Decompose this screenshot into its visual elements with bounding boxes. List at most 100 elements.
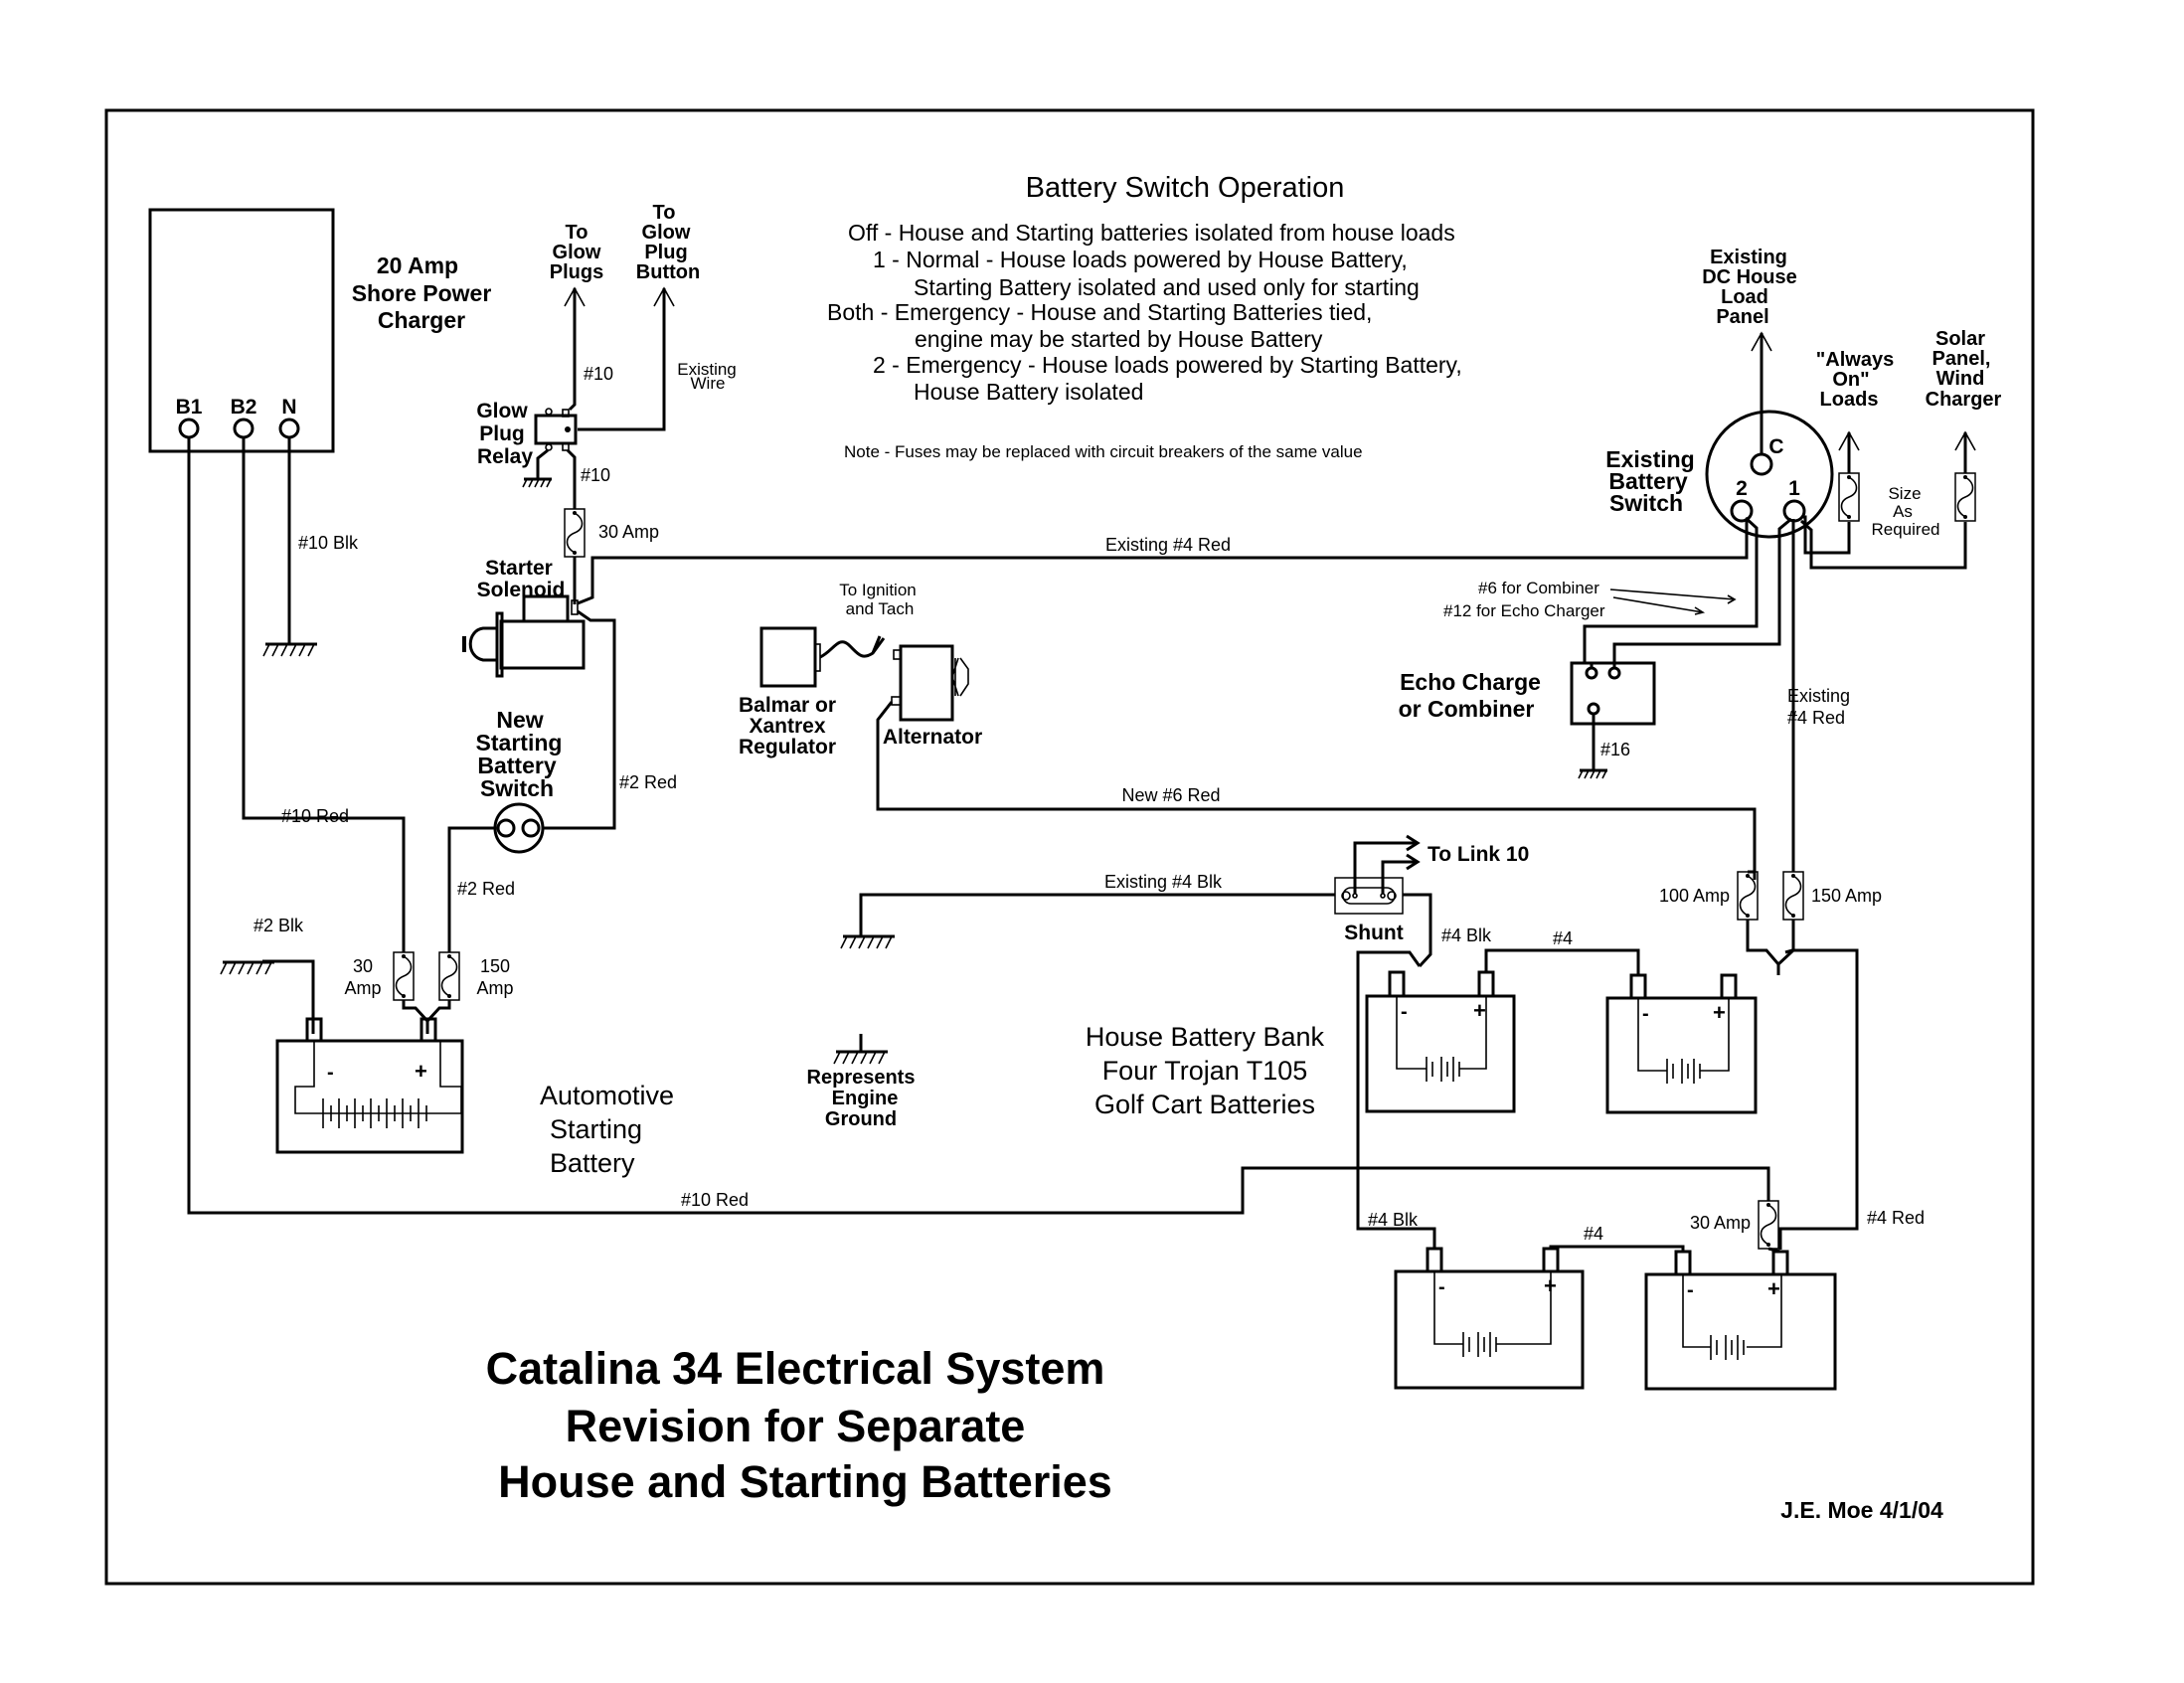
fuse-always-on	[1838, 472, 1860, 522]
wire-label-10-blk: #10 Blk	[298, 533, 359, 553]
wire-label-4-red-bottom: #4 Red	[1867, 1208, 1925, 1228]
svg-text:20 Amp: 20 Amp	[377, 252, 458, 278]
fuse-150a-start	[438, 951, 460, 1001]
svg-text:Button: Button	[636, 261, 700, 283]
svg-text:+: +	[1544, 1273, 1557, 1298]
svg-text:To: To	[566, 222, 588, 244]
fuse-label-100a: 100 Amp	[1659, 886, 1730, 906]
legend-ground-symbol	[832, 1050, 890, 1066]
fuse-label-30a-house: 30 Amp	[1690, 1213, 1751, 1233]
svg-text:Xantrex: Xantrex	[749, 715, 825, 738]
svg-text:Shore Power: Shore Power	[352, 280, 492, 306]
wire-label-4-blk-shunt: #4 Blk	[1441, 926, 1492, 945]
dc-panel-label: Existing DC House Load Panel	[1702, 247, 1797, 328]
house-battery-2: - +	[1605, 973, 1758, 1114]
svg-text:Regulator: Regulator	[739, 736, 836, 758]
fuse-note: Note - Fuses may be replaced with circui…	[844, 442, 1363, 461]
switch-operation-text: Off - House and Starting batteries isola…	[827, 220, 1462, 405]
svg-text:Ground: Ground	[825, 1108, 897, 1130]
alternator	[891, 644, 969, 722]
diagram-title: Catalina 34 Electrical System Revision f…	[486, 1343, 1112, 1507]
fuse-label-30a-start: 30 Amp	[344, 956, 381, 998]
svg-text:Represents: Represents	[807, 1067, 916, 1089]
svg-text:Loads: Loads	[1820, 389, 1879, 411]
engine-ground-legend-label: Represents Engine Ground	[807, 1067, 916, 1130]
svg-text:Starting: Starting	[476, 730, 563, 756]
fuse-30a-glow	[564, 508, 586, 558]
echo-charge-label: Echo Charge or Combiner	[1399, 669, 1541, 722]
svg-text:New: New	[496, 707, 543, 733]
svg-text:To: To	[653, 202, 676, 224]
shunt-label: Shunt	[1344, 922, 1403, 944]
wire-label-existing-4-red-b1: Existing	[1787, 686, 1850, 706]
svg-text:House Battery Bank: House Battery Bank	[1086, 1022, 1325, 1052]
existing-wire-label: Existing Wire	[677, 360, 737, 393]
echo-ground	[1577, 768, 1609, 780]
svg-text:Glow: Glow	[476, 400, 528, 422]
svg-text:"Always: "Always	[1816, 349, 1894, 371]
wire-label-g10a: #10	[584, 364, 613, 384]
combiner-note-1: #6 for Combiner	[1478, 579, 1599, 597]
svg-text:Starting: Starting	[550, 1114, 642, 1144]
svg-text:As: As	[1893, 502, 1913, 521]
svg-text:1 - Normal - House loads power: 1 - Normal - House loads powered by Hous…	[873, 247, 1408, 272]
terminal-n: N	[281, 396, 296, 419]
wire-label-2-blk: #2 Blk	[253, 916, 304, 935]
svg-text:Revision for Separate: Revision for Separate	[566, 1401, 1026, 1451]
existing-battery-switch[interactable]: C 2 1	[1705, 410, 1834, 539]
svg-text:+: +	[1713, 1000, 1726, 1025]
author-date: J.E. Moe 4/1/04	[1780, 1497, 1943, 1523]
shore-power-charger: B1 B2 N	[148, 208, 335, 453]
svg-text:2 - Emergency - House loads po: 2 - Emergency - House loads powered by S…	[873, 352, 1462, 378]
fuse-30a-start	[393, 951, 415, 1001]
ignition-label-1: To Ignition	[839, 581, 917, 599]
svg-text:Plug: Plug	[644, 242, 687, 263]
svg-text:-: -	[1642, 1003, 1649, 1025]
new-starting-battery-switch[interactable]	[493, 802, 545, 854]
house-battery-3: - +	[1394, 1247, 1585, 1390]
glow-plug-relay	[534, 408, 578, 451]
wire-label-4-blk-bottom: #4 Blk	[1368, 1210, 1419, 1230]
svg-text:-: -	[1438, 1276, 1445, 1298]
svg-text:-: -	[327, 1062, 334, 1084]
ignition-label-2: and Tach	[846, 599, 915, 618]
house-battery-4: - +	[1644, 1250, 1837, 1391]
svg-text:C: C	[1768, 435, 1783, 458]
svg-text:2: 2	[1736, 477, 1748, 500]
wire-label-existing-4-red-b2: #4 Red	[1787, 708, 1845, 728]
page-border	[104, 108, 2035, 1586]
svg-text:Charger: Charger	[1926, 389, 2002, 411]
combiner-note-2: #12 for Echo Charger	[1443, 601, 1605, 620]
solar-label: Solar Panel, Wind Charger	[1926, 328, 2002, 411]
starter-solenoid-label: Starter Solenoid	[477, 557, 566, 601]
size-as-required-label: Size As Required	[1872, 484, 1940, 539]
terminal-b2: B2	[231, 396, 257, 419]
svg-text:Starter: Starter	[485, 557, 553, 580]
existing-battery-switch-label: Existing Battery Switch	[1605, 446, 1694, 516]
engine-ground-symbol	[839, 934, 897, 950]
svg-text:30: 30	[353, 956, 373, 976]
svg-text:-: -	[1687, 1279, 1694, 1301]
svg-text:Four Trojan T105: Four Trojan T105	[1102, 1056, 1308, 1086]
wire-label-new-6-red: New #6 Red	[1121, 785, 1220, 805]
shunt	[1334, 877, 1404, 915]
svg-text:Wire: Wire	[691, 374, 726, 393]
fuse-30a-house	[1758, 1200, 1779, 1250]
svg-text:Solenoid: Solenoid	[477, 579, 566, 601]
svg-text:Balmar or: Balmar or	[739, 694, 836, 717]
svg-text:or Combiner: or Combiner	[1399, 696, 1535, 722]
svg-text:Solar: Solar	[1935, 328, 1985, 350]
wire-label-4-bottom: #4	[1584, 1224, 1603, 1244]
terminal-b1: B1	[176, 396, 203, 419]
svg-text:Automotive: Automotive	[540, 1081, 674, 1110]
fuse-150a-house	[1782, 871, 1804, 921]
wire-label-existing-4-red: Existing #4 Red	[1105, 535, 1231, 555]
svg-text:1: 1	[1788, 477, 1800, 500]
svg-text:+: +	[1473, 998, 1486, 1023]
svg-text:Existing: Existing	[677, 360, 737, 379]
starting-battery-label: Automotive Starting Battery	[540, 1081, 674, 1178]
wire-label-2-red: #2 Red	[619, 772, 677, 792]
svg-text:Glow: Glow	[642, 222, 691, 244]
relay-ground	[521, 477, 554, 489]
